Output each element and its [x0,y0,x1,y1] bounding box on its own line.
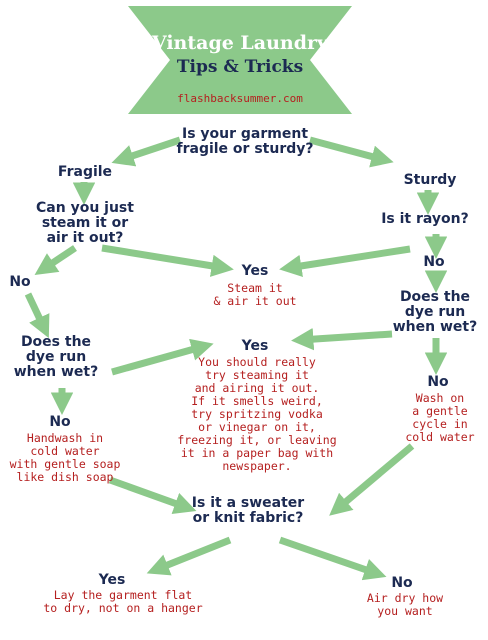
question-steam-or-air: Can you just steam it or air it out? [36,200,134,246]
label-no-dye-left: No [49,414,71,430]
arrow-handwash-to-sweater [108,476,197,515]
arrow-wash-to-sweater [329,443,415,516]
arrow-sweater-to-no [278,536,387,581]
question-dye-runs-left: Does the dye run when wet? [13,334,99,380]
arrow-steam-to-yes [101,244,234,277]
handwash-tip: Handwash in cold water with gentle soap … [9,431,121,484]
question-fragile-or-sturdy: Is your garment fragile or sturdy? [176,126,314,157]
banner-title: Vintage Laundry [151,32,329,54]
label-no-sweater: No [391,575,413,591]
banner-site: flashbacksummer.com [177,92,303,105]
arrow-sweater-to-yes [146,536,232,576]
arrow-rayon-no-to-yes [279,245,411,277]
label-no-rayon: No [423,254,445,270]
arrow-no-to-dye-question-left [24,292,50,339]
arrow-dye-right-to-yes [291,327,393,351]
banner-subtitle: Tips & Tricks [176,57,304,77]
steam-tip: Steam it & air it out [213,281,297,308]
arrow-dye-left-to-yes [111,338,214,376]
label-no-steam: No [9,274,31,290]
dye-tip: You should really try steaming it and ai… [177,355,337,473]
label-fragile: Fragile [57,164,113,180]
label-yes-steam: Yes [241,263,269,279]
arrow-to-fragile [111,136,182,167]
question-rayon: Is it rayon? [381,211,469,227]
lay-flat-tip: Lay the garment flat to dry, not on a ha… [43,588,203,615]
air-dry-tip: Air dry how you want [366,591,444,618]
label-sturdy: Sturdy [403,172,457,188]
label-yes-sweater: Yes [98,572,126,588]
question-sweater-or-knit: Is it a sweater or knit fabric? [191,495,305,526]
question-dye-runs-right: Does the dye run when wet? [392,289,478,335]
label-yes-dye: Yes [241,338,269,354]
title-banner [128,6,352,114]
label-no-dye-right: No [427,374,449,390]
arrow-to-sturdy [309,136,394,168]
arrow-steam-to-no [34,245,77,275]
wash-tip: Wash on a gentle cycle in cold water [405,391,475,444]
